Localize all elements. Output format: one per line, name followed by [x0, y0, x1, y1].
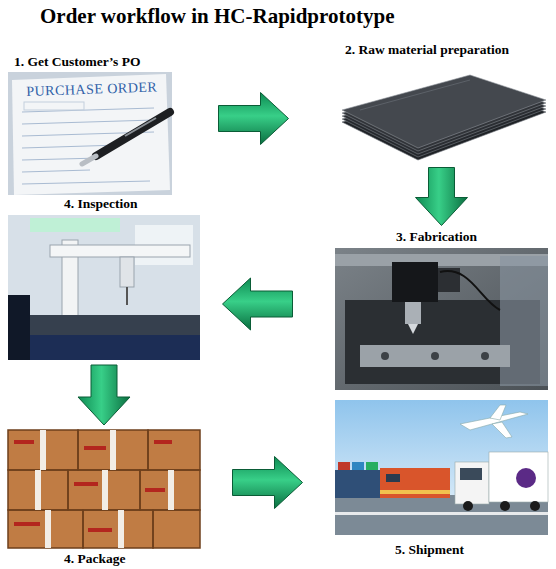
pen-clip	[125, 118, 156, 136]
carton	[78, 430, 148, 470]
step-label: 3. Fabrication	[396, 229, 477, 245]
block-arrow	[223, 278, 293, 330]
tape-strip	[45, 510, 51, 548]
locomotive-window	[386, 474, 400, 482]
metal-sheet	[342, 75, 546, 148]
carton	[153, 510, 200, 548]
tape-strip	[40, 430, 46, 470]
airplane-wing	[492, 422, 512, 438]
granite-table	[8, 315, 200, 335]
photo-background	[335, 248, 548, 390]
carton	[148, 430, 200, 470]
container	[338, 462, 350, 470]
photo-step: 3. Fabrication	[335, 248, 548, 390]
photo-background	[8, 430, 200, 548]
form-field	[24, 102, 84, 110]
photo-step: 4. Inspection	[8, 215, 200, 360]
step-label: 4. Inspection	[64, 196, 138, 212]
locomotive-stripe	[380, 490, 450, 494]
box-edges	[8, 430, 200, 548]
raw-material-photo	[335, 62, 548, 165]
photo-step: 2. Raw material preparation	[335, 62, 548, 165]
print-mark	[84, 446, 106, 450]
step-label: 4. Package	[64, 551, 126, 567]
print-mark	[145, 488, 165, 492]
ceiling-light	[30, 218, 120, 232]
cargo-ship	[335, 470, 380, 498]
truck-cab	[455, 462, 489, 504]
purchase-order-photo	[8, 72, 172, 195]
fabrication-photo	[335, 248, 548, 390]
machine-side	[8, 295, 30, 360]
pen-tip	[82, 156, 96, 164]
diagram-title: Order workflow in HC-Rapidprototype	[40, 4, 394, 28]
carton	[8, 430, 78, 470]
carton	[83, 510, 153, 548]
airplane-wing	[490, 405, 506, 420]
step-label: 2. Raw material preparation	[345, 42, 509, 58]
workpiece-hole	[381, 352, 389, 360]
print-mark	[74, 482, 98, 486]
photo-background	[8, 72, 172, 195]
locomotive	[380, 468, 450, 498]
tape-strip	[110, 430, 116, 470]
photo-step: 5. Shipment	[335, 400, 548, 535]
block-arrow	[78, 365, 130, 425]
tape-strip	[102, 470, 108, 510]
packing-tape	[35, 430, 174, 548]
wheel	[463, 501, 473, 511]
spindle-head	[392, 262, 438, 302]
photo-background	[335, 400, 548, 535]
road-stripe	[335, 512, 548, 515]
print-mark	[88, 528, 112, 532]
tape-strip	[118, 510, 124, 548]
photo-background	[335, 62, 548, 165]
workpiece-hole	[481, 352, 489, 360]
wheel	[530, 501, 540, 511]
tape-strip	[168, 470, 174, 510]
sheet-highlight	[360, 80, 470, 110]
cmm-bridge	[50, 245, 190, 257]
pen-body	[96, 112, 170, 156]
form-line	[22, 181, 150, 184]
step-label: 5. Shipment	[395, 542, 464, 558]
inspection-photo	[8, 215, 200, 360]
carton	[140, 470, 200, 510]
machine-base	[8, 335, 200, 360]
container	[366, 462, 378, 470]
form-line	[22, 170, 90, 172]
tape-strip	[35, 470, 41, 510]
shipment-photo	[335, 400, 548, 535]
workpiece	[360, 345, 510, 367]
wheel	[500, 501, 510, 511]
step-label: 1. Get Customer’s PO	[14, 54, 140, 70]
truck-trailer	[489, 452, 548, 502]
carton	[8, 510, 83, 548]
form-lines	[22, 108, 154, 184]
truck-window	[460, 468, 482, 480]
form-line	[22, 120, 154, 124]
cmm-probe	[126, 287, 128, 305]
workpiece-hole	[431, 352, 439, 360]
print-mark	[14, 522, 40, 526]
cable	[440, 271, 500, 310]
container	[352, 462, 364, 470]
cmm-probe-head	[120, 257, 134, 287]
block-arrow	[219, 93, 289, 145]
package-photo	[8, 430, 200, 548]
carton	[8, 470, 68, 510]
cutter-tip	[408, 324, 418, 334]
block-arrow	[416, 168, 468, 226]
trailer-logo	[516, 468, 536, 488]
block-arrow	[233, 457, 303, 509]
photo-background	[8, 215, 200, 360]
print-mark	[14, 440, 34, 444]
print-marks	[14, 440, 172, 532]
photo-step: 4. Package	[8, 430, 200, 548]
spindle	[405, 302, 421, 324]
carton	[68, 470, 140, 510]
print-mark	[154, 440, 172, 444]
paper-sheet	[12, 74, 170, 195]
